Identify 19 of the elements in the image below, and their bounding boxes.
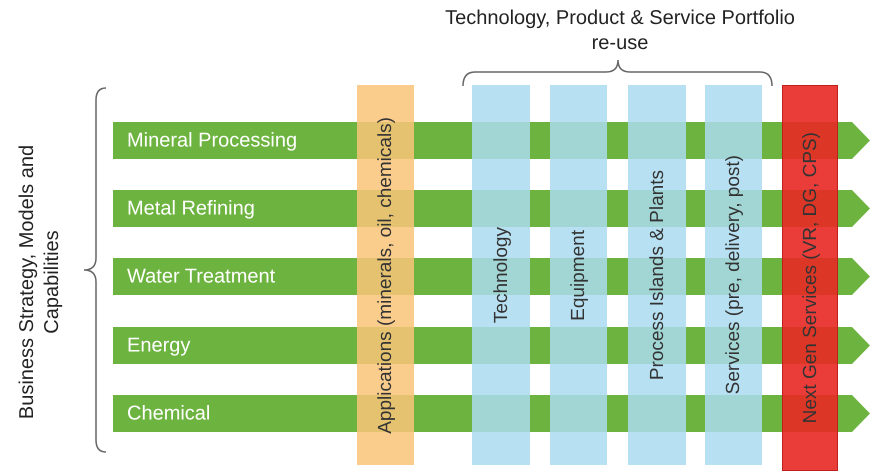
side-label: Business Strategy, Models and Capabilities (15, 144, 64, 422)
application-column (357, 85, 414, 465)
band-label: Energy (127, 334, 190, 357)
column-label: Applications (minerals, oil, chemicals) (374, 116, 397, 434)
next-gen-column (782, 85, 838, 471)
band-label: Water Treatment (127, 265, 276, 288)
band-label: Metal Refining (127, 197, 255, 220)
heading-label: Technology, Product & Service Portfolio re-use (444, 6, 796, 56)
column-label: Equipment (567, 230, 590, 320)
column-label: Process Islands & Plants (646, 170, 668, 380)
portfolio-column (705, 85, 762, 465)
portfolio-column (628, 85, 686, 465)
band-label: Chemical (127, 402, 210, 425)
column-label: Technology (490, 226, 512, 324)
column-label: Next Gen Services (VR, DG, CPS) (798, 132, 822, 424)
band-label: Mineral Processing (127, 129, 298, 152)
portfolio-column (550, 85, 607, 465)
portfolio-column (472, 85, 530, 465)
column-label: Services (pre, delivery, post) (722, 155, 745, 395)
